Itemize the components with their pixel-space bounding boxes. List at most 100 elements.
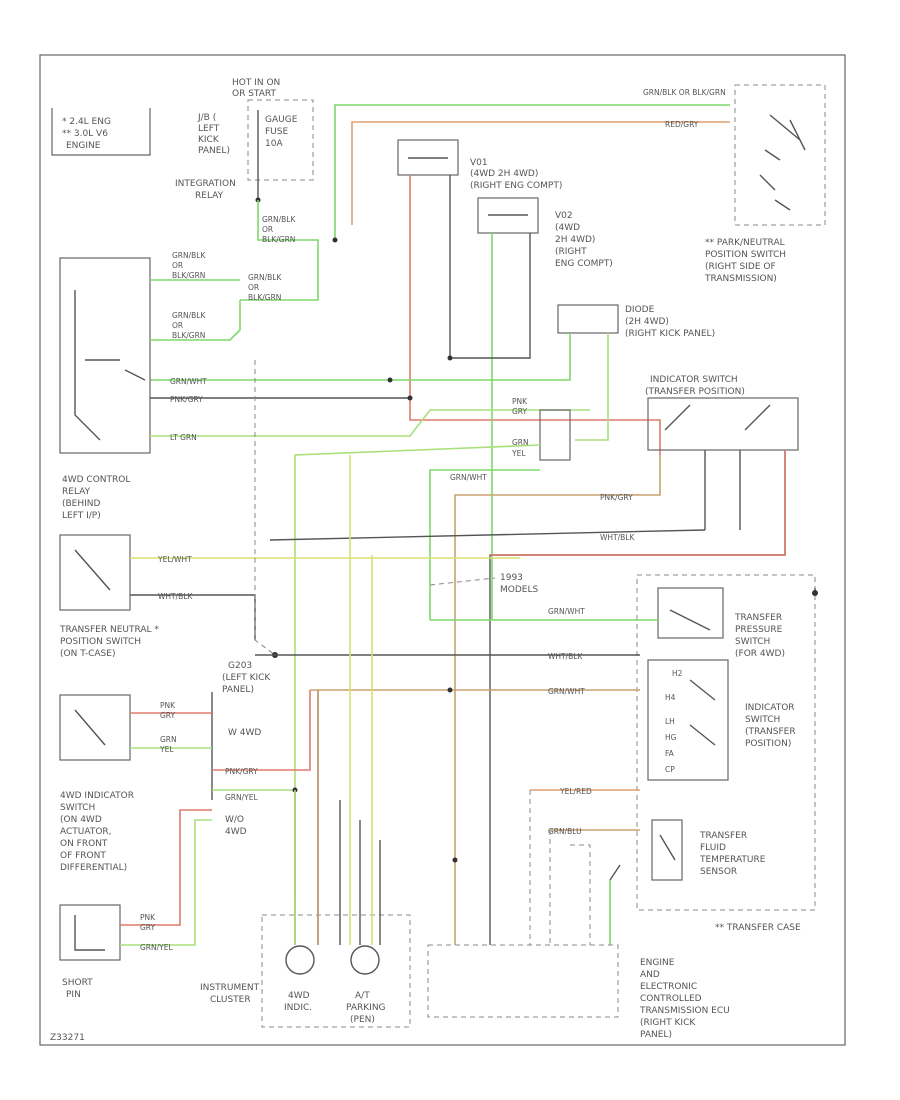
short-pin-pnk-wire: [120, 809, 212, 926]
wo-4wd-label-1: W/O: [225, 815, 244, 825]
short-pin-grn-yel-label: GRN/YEL: [140, 943, 173, 952]
gauge-fuse-label-3: 10A: [265, 139, 283, 149]
relay-grn-wht-label: GRN/WHT: [170, 377, 207, 386]
park-neutral-label-4: TRANSMISSION): [704, 274, 777, 284]
indicator-left-label-7: DIFFERENTIAL): [60, 863, 127, 873]
v02-label-4: (RIGHT: [555, 247, 587, 257]
ecu-label-7: PANEL): [640, 1030, 672, 1040]
indicator-grn-wht-label: GRN/WHT: [548, 687, 585, 696]
ecu-label-5: TRANSMISSION ECU: [639, 1006, 730, 1016]
indicator-top-label-2: (TRANSFER POSITION): [645, 387, 745, 397]
short-pin-box: [59, 904, 121, 961]
transfer-pressure-label-4: (FOR 4WD): [735, 649, 785, 659]
relay-grn-blk-2c: BLK/GRN: [248, 293, 281, 302]
relay-lt-grn-label: LT GRN: [170, 433, 197, 442]
gauge-4wd-label-1: 4WD: [288, 991, 310, 1001]
diode-label-1: DIODE: [625, 305, 655, 315]
park-neutral-label-3: (RIGHT SIDE OF: [705, 262, 776, 272]
grn-blk-label-1a: GRN/BLK: [262, 215, 296, 224]
v01-solenoid: [397, 139, 459, 176]
fluid-ecu-wires: [529, 790, 591, 945]
transfer-pressure-label-2: PRESSURE: [735, 625, 783, 635]
gauge-fuse-label-2: FUSE: [265, 127, 288, 137]
hot-in-on-label-2: OR START: [232, 89, 276, 99]
indicator-pos-3: LH: [665, 717, 675, 726]
transfer-neutral-switch: [59, 534, 131, 611]
mid-grn-label: GRN: [512, 438, 529, 447]
fuse-block-label-2: LEFT: [198, 124, 220, 134]
ecu-box: [427, 944, 619, 1018]
left-switch-yel-label: YEL: [159, 745, 174, 754]
relay-pnk-gry-label: PNK/GRY: [170, 395, 203, 404]
fluid-label-2: FLUID: [700, 843, 726, 853]
park-neutral-switch-box: [734, 84, 826, 226]
gauge-at-label-1: A/T: [355, 991, 370, 1001]
indicator-pos-2: H4: [665, 693, 676, 702]
diode-box: [557, 304, 619, 334]
transfer-neutral-label-3: (ON T-CASE): [60, 649, 115, 659]
hot-in-on-label-1: HOT IN ON: [232, 78, 280, 88]
ecu-node: [452, 857, 458, 863]
transfer-pressure-switch: [657, 587, 724, 639]
transfer-pressure-contact: [669, 609, 711, 631]
left-kick-label-2: (LEFT KICK: [222, 673, 271, 683]
fuse-block-label-4: PANEL): [198, 146, 230, 156]
left-kick-label-3: PANEL): [222, 685, 254, 695]
ecu-label-2: AND: [640, 970, 660, 980]
left-grn-yel-label: GRN/YEL: [225, 793, 258, 802]
v02-label-1: V02: [555, 211, 573, 221]
models-1993-leader: [429, 577, 496, 586]
gauge-4wd-indicator: [285, 945, 315, 975]
indicator-left-label-1: 4WD INDICATOR: [60, 791, 134, 801]
top-wire-node: [332, 237, 338, 243]
left-switch-pnk-label: PNK: [160, 701, 176, 710]
v02-solenoid: [477, 197, 539, 234]
engine-note-line-3: ENGINE: [66, 141, 101, 151]
fluid-sensor-element: [659, 834, 676, 861]
transfer-neutral-contact: [74, 549, 111, 591]
relay-node-2: [407, 395, 413, 401]
transfer-case-box: [636, 574, 816, 911]
cluster-label-1: INSTRUMENT: [200, 983, 260, 993]
fuse-block-label-3: KICK: [198, 135, 220, 145]
short-pin-pnk-label: PNK: [140, 913, 156, 922]
solenoid-ground-node: [447, 355, 453, 361]
grn-blk-top-wire: [334, 104, 730, 240]
top-red-label: RED/GRY: [665, 120, 699, 129]
v02-label-2: (4WD: [555, 223, 580, 233]
indicator-top-contacts: [664, 404, 771, 431]
indicator-top-label-1: INDICATOR SWITCH: [650, 375, 738, 385]
indicator-left-label-2: SWITCH: [60, 803, 95, 813]
pressure-right-node: [812, 590, 818, 596]
yel-wht-label: YEL/WHT: [157, 555, 192, 564]
short-pin-element: [74, 915, 105, 951]
v01-red-wire: [409, 175, 661, 455]
middle-connector: [539, 409, 571, 461]
control-relay-box: [59, 257, 151, 454]
transfer-pressure-label-1: TRANSFER: [734, 613, 782, 623]
mid-yel-label: YEL: [511, 449, 526, 458]
v02-label-3: 2H 4WD): [555, 235, 595, 245]
diode-grn-wire: [150, 333, 571, 381]
relay-grn-blk-1b: OR: [172, 261, 183, 270]
relay-grn-blk-1a: GRN/BLK: [172, 251, 206, 260]
engine-note-box: [51, 108, 151, 156]
ecu-grn-yel-stub: [609, 864, 621, 881]
mid-grn-wht-label: GRN/WHT: [450, 473, 487, 482]
control-relay-label-1: 4WD CONTROL: [62, 475, 130, 485]
short-pin-label-2: PIN: [66, 990, 81, 1000]
indicator-pnk-gry-label: PNK/GRY: [600, 493, 633, 502]
left-switch-gry-label: GRY: [160, 711, 176, 720]
left-pnk-gry-wire: [212, 690, 311, 771]
dashed-ground-link: [254, 360, 276, 656]
grn-wht-mid-wire: [429, 469, 540, 620]
cluster-wires: [294, 690, 381, 945]
indicator-left-contact: [74, 709, 106, 746]
w-4wd-label: W 4WD: [228, 728, 261, 738]
relay-grn-blk-3c: BLK/GRN: [172, 331, 205, 340]
indicator-switch-top-box: [647, 397, 799, 451]
transfer-case-label: ** TRANSFER CASE: [715, 923, 801, 933]
ecu-label-4: CONTROLLED: [640, 994, 702, 1004]
diagram-border: [39, 54, 846, 1046]
